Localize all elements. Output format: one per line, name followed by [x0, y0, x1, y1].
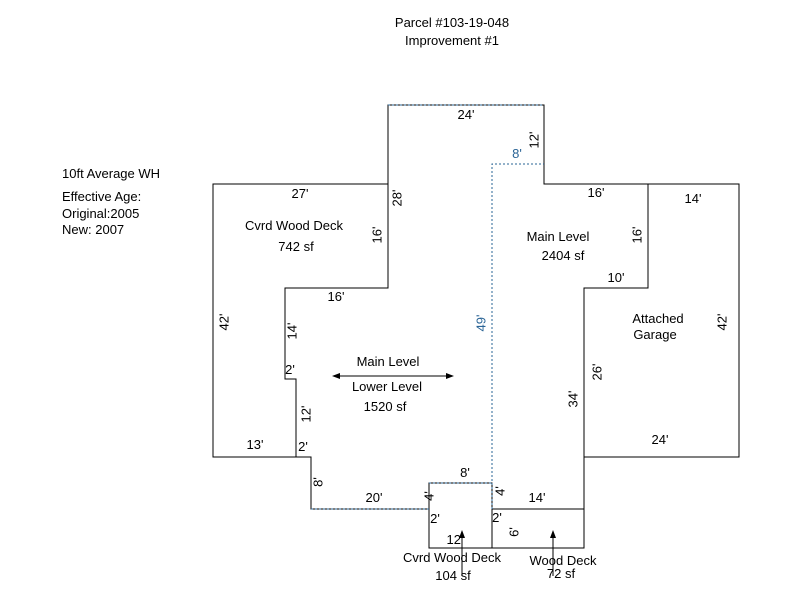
dim-label: 26' [589, 363, 605, 381]
dim-label: 8' [512, 146, 522, 161]
dim-label: 24' [457, 107, 475, 122]
cvrd-deck-top-name: Cvrd Wood Deck [244, 218, 344, 233]
wood-deck-pointer-head [550, 530, 556, 538]
dim-label: 42' [714, 313, 730, 331]
dim-label: 28' [389, 189, 405, 207]
dim-label: 24' [651, 432, 669, 447]
dim-label: 4' [492, 486, 508, 496]
dim-label: 14' [284, 322, 300, 340]
effective-age-label: Effective Age: [62, 189, 142, 204]
dim-label: 49' [473, 314, 489, 332]
cvrd-deck-bottom-size: 104 sf [435, 568, 471, 583]
dim-label: 12' [446, 532, 464, 547]
new-year: New: 2007 [62, 222, 125, 237]
cvrd-deck-bottom-name: Cvrd Wood Deck [402, 550, 502, 565]
original-year: Original:2005 [62, 206, 140, 221]
lower-level-size: 1520 sf [363, 399, 407, 414]
main-level-size: 2404 sf [541, 248, 585, 263]
wood-deck-size: 72 sf [546, 566, 576, 581]
dim-label: 12' [526, 131, 542, 149]
dim-label: 14' [528, 490, 546, 505]
dim-label: 13' [246, 437, 264, 452]
dim-label: 4' [421, 491, 437, 501]
attached-garage-outline [584, 183, 740, 458]
wood-deck-name: Wood Deck [529, 553, 597, 568]
dim-label: 8' [460, 465, 470, 480]
garage-name-line2: Garage [633, 327, 677, 342]
dim-label: 2' [430, 511, 440, 526]
parcel-number: Parcel #103-19-048 [394, 15, 510, 30]
cvrd-deck-top-size: 742 sf [278, 239, 314, 254]
dashed-boundary-line [491, 163, 544, 509]
cvrd-wood-deck-bottom-outline [428, 509, 493, 549]
dim-label: 16' [369, 226, 385, 244]
improvement-number: Improvement #1 [405, 33, 499, 48]
wood-deck-outline [492, 509, 585, 549]
dim-label: 27' [291, 186, 309, 201]
dim-label: 8' [310, 477, 326, 487]
dim-label: 2' [285, 362, 295, 377]
dim-label: 2' [298, 439, 308, 454]
dim-label: 16' [587, 185, 605, 200]
dim-label: 14' [684, 191, 702, 206]
lower-level-name: Lower Level [351, 379, 423, 394]
dim-label: 20' [365, 490, 383, 505]
dim-label: 42' [216, 313, 232, 331]
dim-label: 16' [327, 289, 345, 304]
arrow-head-left [332, 373, 340, 379]
dim-label: 12' [298, 405, 314, 423]
wall-height: 10ft Average WH [62, 166, 161, 181]
main-level-lower-name: Main Level [356, 354, 420, 369]
dim-label: 16' [629, 226, 645, 244]
main-level-name: Main Level [526, 229, 590, 244]
cvrd-wood-deck-outline [212, 183, 388, 458]
dim-label: 2' [492, 510, 502, 525]
garage-name-line1: Attached [632, 311, 684, 326]
dim-label: 6' [506, 527, 522, 537]
dim-label: 34' [565, 390, 581, 408]
dim-label: 10' [607, 270, 625, 285]
arrow-head-right [446, 373, 454, 379]
cvrd-deck-pointer-head [459, 530, 465, 538]
